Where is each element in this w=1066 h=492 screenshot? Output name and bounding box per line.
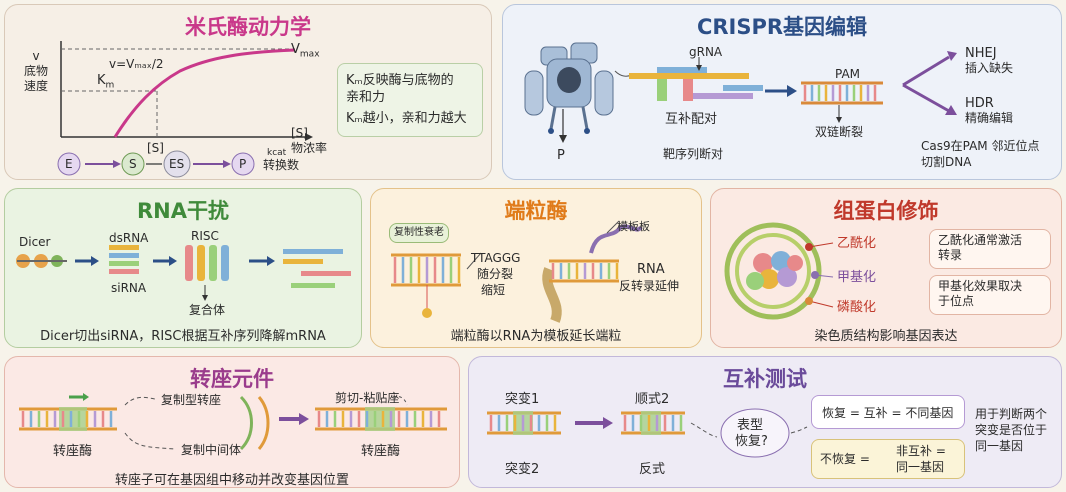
dsrna-label: dsRNA: [109, 231, 149, 245]
rnai-diagram: [16, 245, 351, 301]
complex-label: 复合体: [189, 303, 226, 317]
panel-title: CRISPR基因编辑: [696, 15, 868, 39]
nhej-label: NHEJ: [965, 46, 997, 61]
target-cut-label: 靶序列断对: [663, 147, 724, 161]
kcat-turnover-label: 转换数: [263, 158, 300, 172]
rt-label: 反转录延伸: [619, 279, 680, 293]
kcat-label: kcat: [267, 148, 287, 158]
mm-curve-graph: [57, 41, 313, 178]
ttaggg-label: TTAGGG: [471, 251, 521, 265]
transposon-diagram: [19, 393, 447, 451]
nucleosome-diagram: [724, 222, 834, 320]
template-label: 模板板: [617, 220, 650, 233]
transposon-panel: 转座元件 复制型转座 复制中间体 剪切-粘贴座 转座酶 转座酶 转座子可在基因组…: [4, 356, 460, 488]
acetyl-info-box: 乙酰化通常激活转录: [929, 229, 1051, 269]
cis-label: 顺式2: [635, 392, 670, 407]
trans-label: 反式: [639, 462, 666, 477]
pam-label: PAM: [835, 67, 861, 81]
panel-title: RNA干扰: [137, 199, 229, 223]
hdr-label: HDR: [965, 96, 994, 111]
methylation-label: 甲基化: [837, 270, 877, 285]
histone-caption: 染色质结构影响基因表达: [814, 329, 958, 344]
transposon-caption: 转座子可在基因组中移动并改变基因位置: [114, 473, 349, 488]
methyl-info-box: 甲基化效果取决于位点: [929, 275, 1051, 315]
rnai-caption: Dicer切出siRNA，RISC根据互补序列降解mRNA: [40, 329, 326, 344]
panel-title: 组蛋白修饰: [833, 199, 939, 223]
telomerase-diagram: [391, 220, 643, 323]
risc-label: RISC: [191, 229, 219, 243]
telomerase-caption: 端粒酶以RNA为模板延长端粒: [450, 329, 622, 344]
y-axis-label: v 底物 速度: [23, 49, 48, 93]
panel-title: 端粒酶: [504, 199, 568, 223]
senescence-tag: 复制性衰老: [389, 223, 449, 243]
pam-dna-ladder: [801, 81, 883, 105]
crispr-diagram: [524, 42, 957, 143]
cas9-note-line2: 切割DNA: [921, 155, 972, 169]
mutation2-label: 突变2: [505, 462, 540, 477]
s-tick-label: [S]: [147, 141, 164, 155]
michaelis-menten-panel: 米氏酶动力学 v 底物 速度 Vmax v=Vₘₐₓ/2 Km [S] [S] …: [4, 4, 492, 180]
restore-box: 恢复 = 互补 = 不同基因: [811, 395, 965, 429]
complementation-diagram: [487, 408, 808, 458]
note-line2: 突变是否位于: [975, 423, 1048, 437]
nhej-sub-label: 插入缺失: [965, 61, 1014, 75]
sirna-label: siRNA: [111, 281, 147, 295]
vmax-label: Vmax: [291, 42, 320, 60]
x-axis-label: [S] 物浓率: [291, 126, 328, 155]
rnai-panel: RNA干扰 Dicer dsRNA siRNA RISC 复合体 Dicer切出…: [4, 188, 362, 348]
note-line3: 同一基因: [975, 439, 1024, 453]
km-info-box: Kₘ反映酶与底物的 亲和力 Kₘ越小，亲和力越大: [337, 63, 483, 137]
grna-label: gRNA: [689, 45, 723, 59]
substrate-node: S: [129, 157, 137, 171]
cut-paste-label: 剪切-粘贴座: [335, 391, 400, 405]
phosphorylation-label: 磷酸化: [837, 300, 877, 315]
shorten-label-1: 随分裂: [477, 267, 514, 281]
cas9-note-line1: Cas9在PAM 邻近位点: [921, 139, 1040, 153]
no-restore-box: 不恢复 = 非互补 = 同一基因: [811, 439, 965, 479]
transposase-left-label: 转座酶: [53, 444, 93, 459]
km-label: Km: [97, 73, 115, 91]
transposase-right-label: 转座酶: [361, 444, 401, 459]
dicer-label: Dicer: [19, 235, 51, 249]
es-complex-node: ES: [169, 157, 185, 171]
phenotype-label-2: 恢复?: [735, 434, 768, 449]
replicative-label: 复制型转座: [161, 393, 222, 407]
note-line1: 用于判断两个: [975, 407, 1048, 421]
product-node: P: [239, 157, 247, 171]
acetylation-label: 乙酰化: [837, 236, 877, 251]
p-label: P: [557, 148, 565, 163]
panel-title: 互补测试: [723, 367, 807, 391]
telomerase-panel: 端粒酶 复制性衰老 TTAGGG 随分裂 缩短 模板板 RNA 反转录延伸 端粒…: [370, 188, 702, 348]
panel-title: 米氏酶动力学: [185, 15, 311, 39]
half-vmax-label: v=Vₘₐₓ/2: [109, 57, 164, 71]
pairing-label: 互补配对: [665, 112, 718, 127]
phenotype-label-1: 表型: [737, 418, 764, 433]
panel-title: 转座元件: [190, 367, 274, 391]
enzyme-node: E: [65, 157, 73, 171]
double-break-label: 双链断裂: [815, 125, 864, 139]
crispr-panel: CRISPR基因编辑 gRNA PAM P 互补配对: [502, 4, 1062, 180]
intermediate-label: 复制中间体: [181, 443, 242, 457]
shorten-label-2: 缩短: [481, 283, 506, 297]
mutation1-label: 突变1: [505, 392, 540, 407]
hdr-sub-label: 精确编辑: [965, 111, 1014, 125]
histone-panel: 组蛋白修饰 乙酰化 甲基化 磷酸化 乙酰化通常激活转录 甲基化效果取决于位点 染…: [710, 188, 1062, 348]
rna-label: RNA: [637, 262, 665, 277]
complementation-panel: 互补测试 突变1 突变2 顺式2 反式 表型 恢复? 恢复 = 互补 = 不同基…: [468, 356, 1062, 488]
